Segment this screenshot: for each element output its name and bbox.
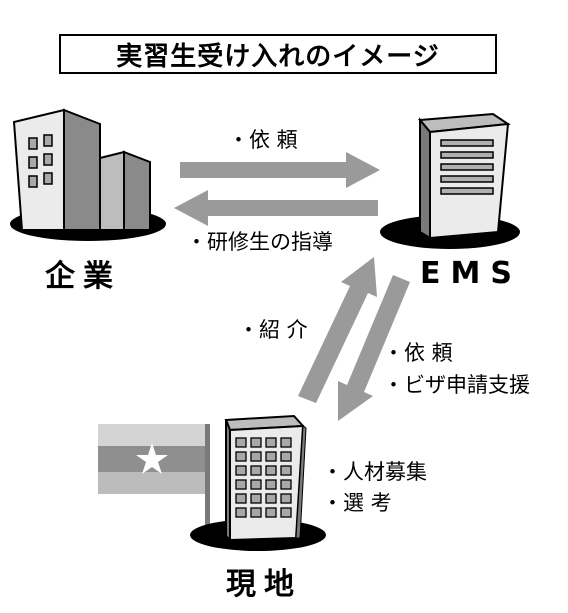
request-arrow (180, 152, 380, 188)
label-training: ・研修生の指導 (186, 230, 333, 254)
training-arrow (174, 190, 378, 226)
flag-icon (98, 424, 210, 532)
company-building-icon (10, 108, 166, 241)
node-local: 現地 (226, 567, 302, 602)
node-company: 企業 (45, 259, 121, 294)
label-request-right: ・依 頼 (383, 341, 453, 365)
local-building-icon (190, 414, 326, 551)
introduce-arrow (298, 257, 377, 403)
label-visa: ・ビザ申請支援 (383, 373, 530, 397)
diagram-title-text: 実習生受け入れのイメージ (116, 41, 440, 72)
label-request-top: ・依 頼 (228, 128, 298, 152)
node-ems: EMS (420, 256, 522, 291)
label-recruit: ・人材募集 (322, 460, 427, 484)
label-introduce: ・紹 介 (238, 318, 308, 342)
request-visa-arrow (338, 275, 410, 421)
ems-building-icon (380, 112, 520, 249)
label-select: ・選 考 (322, 491, 392, 515)
diagram-title: 実習生受け入れのイメージ (59, 34, 497, 74)
